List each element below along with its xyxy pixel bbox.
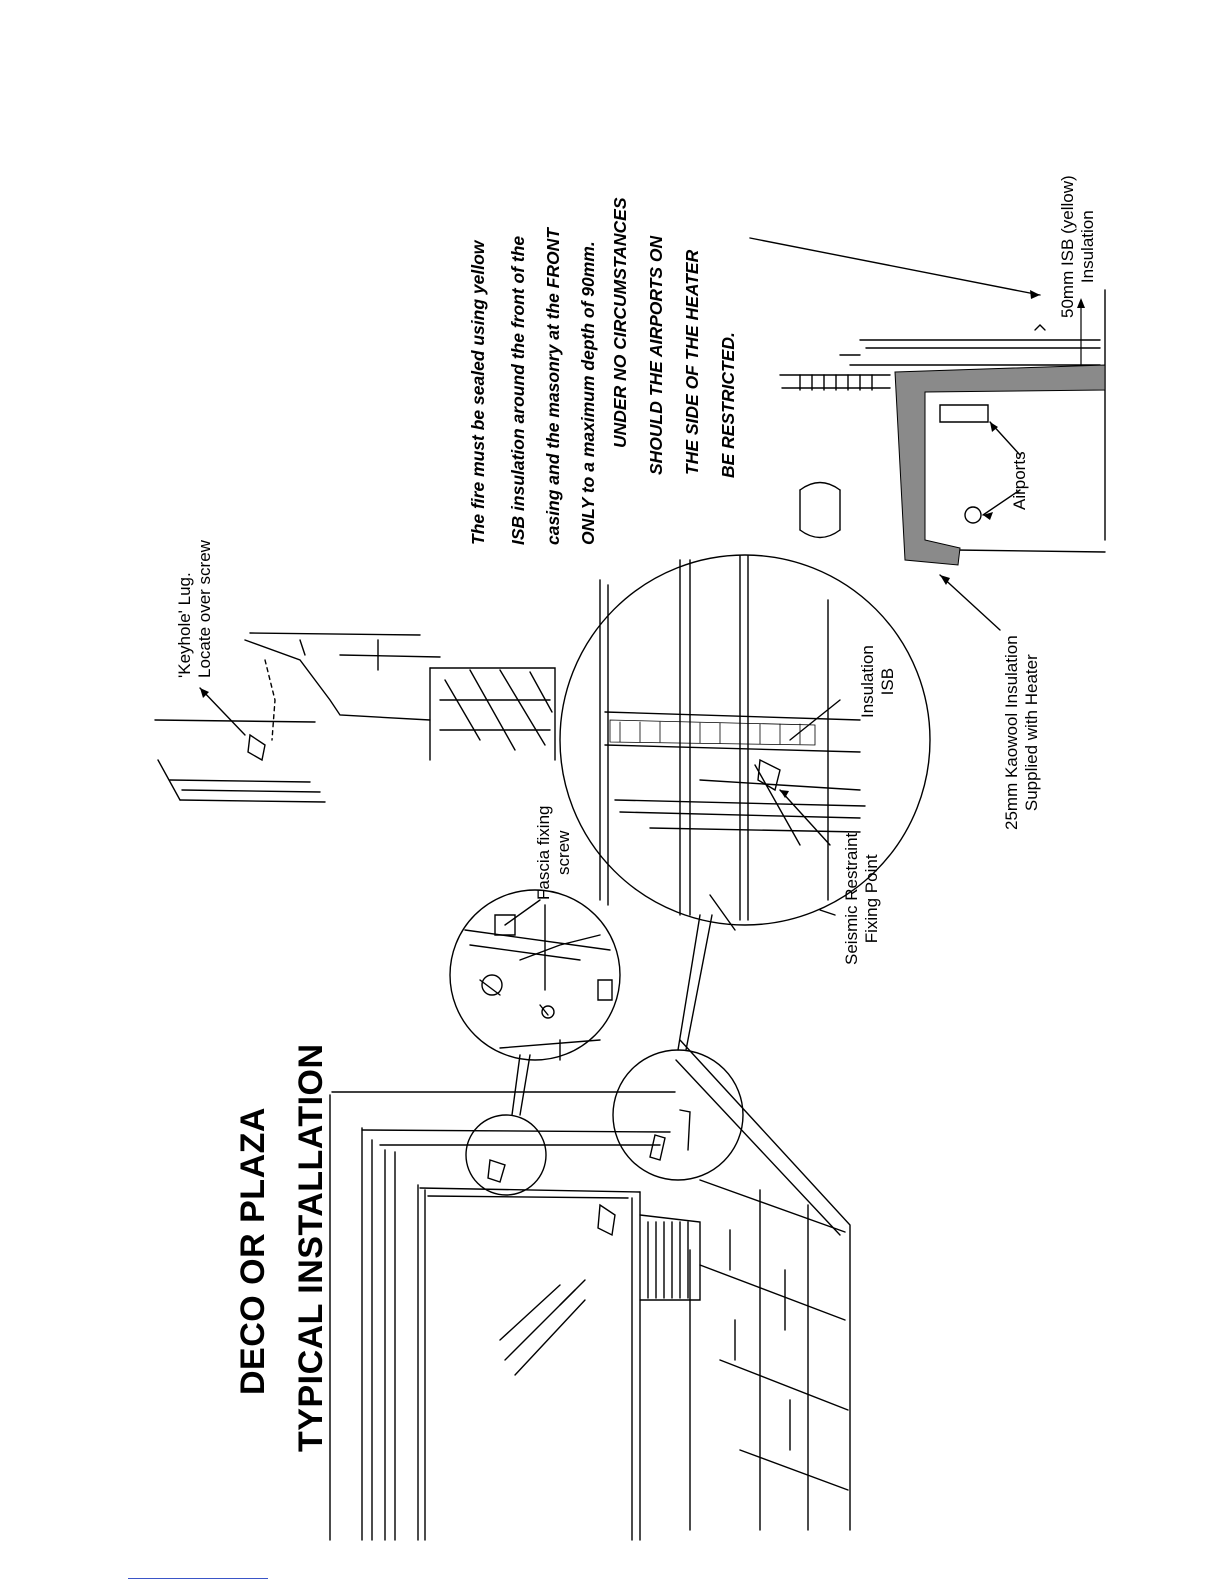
note-line-3: casing and the masonry at the FRONT	[543, 228, 563, 545]
insulation-isb-label: Insulation ISB	[858, 645, 898, 718]
note-line-8: BE RESTRICTED.	[718, 332, 738, 478]
kaowool-insulation-fill	[894, 364, 1106, 566]
detail-circle-seismic	[612, 1049, 744, 1181]
footer-rule	[128, 1578, 268, 1579]
note-line-4: ONLY to a maximum depth of 90mm.	[578, 241, 598, 545]
detail-circle-fascia	[465, 1114, 547, 1196]
fascia-zoom-circle	[449, 889, 621, 1061]
note-line-2: ISB insulation around the front of the	[508, 235, 528, 545]
keyhole-lug-sketch	[154, 632, 556, 803]
note-line-1: The fire must be sealed using yellow	[468, 240, 488, 545]
heater-section-view	[749, 237, 1106, 553]
airports-label: Airports	[1010, 451, 1029, 510]
kaowool-insulation-label: 25mm Kaowool Insulation Supplied with He…	[1002, 635, 1042, 830]
isb-50mm-label: 50mm ISB (yellow) Insulation	[1058, 175, 1098, 318]
title-line-1: DECO OR PLAZA	[234, 1107, 272, 1395]
keyhole-lug-label: 'Keyhole' Lug. Locate over screw	[175, 540, 215, 678]
fascia-screw-label: Fascia fixing screw	[534, 805, 574, 900]
note-line-5: UNDER NO CIRCUMSTANCES	[610, 197, 630, 448]
title-line-2: TYPICAL INSTALLATION	[292, 1043, 330, 1452]
note-line-7: THE SIDE OF THE HEATER	[682, 249, 702, 475]
isb-zoom-circle	[559, 554, 931, 931]
fireplace-sketch	[329, 1039, 851, 1541]
note-line-6: SHOULD THE AIRPORTS ON	[646, 235, 666, 475]
seismic-restraint-label: Seismic Restraint Fixing Point	[842, 832, 882, 965]
